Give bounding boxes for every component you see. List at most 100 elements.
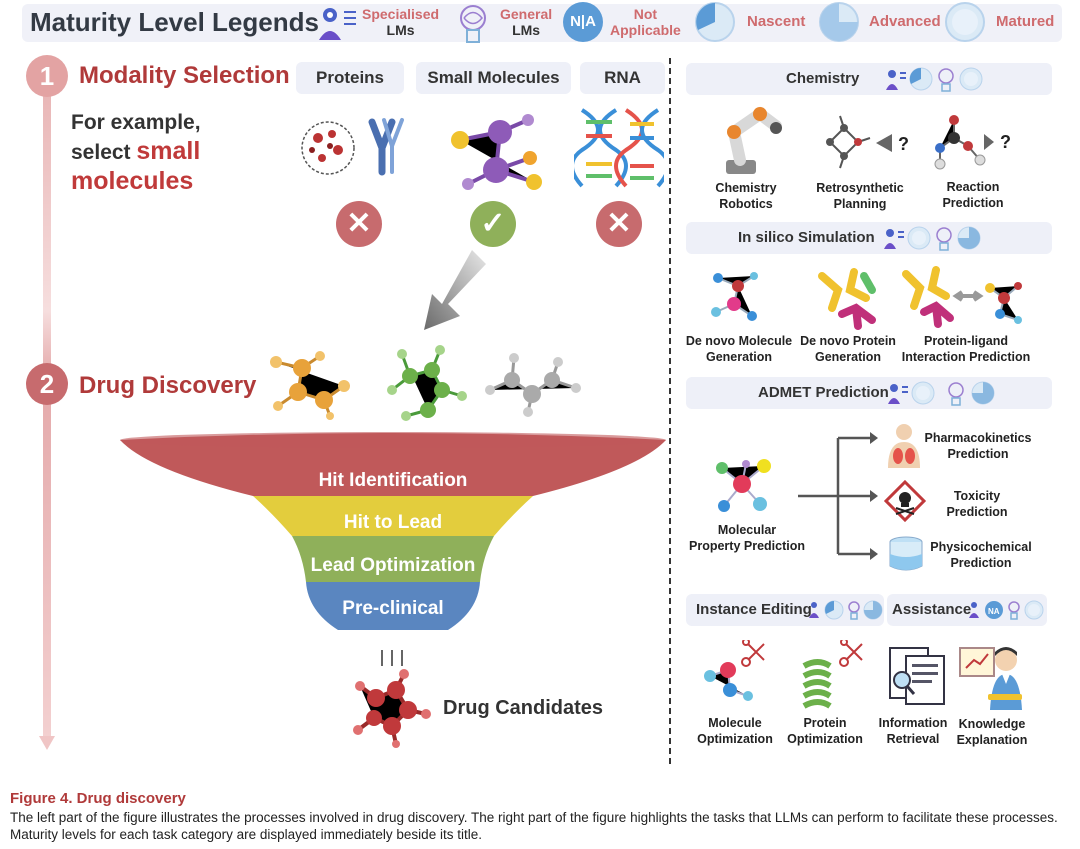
rna-rejected-icon: ✕ (596, 201, 642, 247)
general-line1: General (500, 6, 553, 22)
protein-icon (301, 118, 404, 176)
insilico-header: In silico Simulation (686, 222, 1052, 254)
protein-ligand-interaction-icon (902, 266, 1022, 328)
pharmacokinetics-l2: Prediction (947, 447, 1009, 461)
funnel-label-hit-identification: Hit Identification (318, 470, 468, 491)
reaction-prediction-icon: ? (934, 115, 1011, 170)
svg-text:?: ? (1000, 132, 1011, 152)
small-molecules-selected-icon: ✓ (470, 201, 516, 247)
chemistry-robotics-l2: Robotics (719, 197, 773, 211)
drug-candidates-label: Drug Candidates (443, 697, 604, 719)
molecule-green-icon (387, 345, 467, 421)
protein-optimization-l2: Optimization (787, 732, 863, 746)
funnel-label-pre-clinical: Pre-clinical (342, 598, 444, 619)
figure-caption-title: Figure 4. Drug discovery (10, 790, 186, 807)
chemistry-robotics-l1: Chemistry (715, 181, 777, 195)
legend-specialised-label: Specialised LMs (362, 6, 439, 38)
pharmacokinetics-l1: Pharmacokinetics (924, 431, 1032, 445)
toxicity-l2: Prediction (946, 505, 1008, 519)
drug-candidate-molecule-icon (353, 669, 431, 748)
molecule-orange-icon (270, 351, 350, 420)
example-line2: select small (71, 137, 201, 167)
reaction-l1: Reaction (946, 180, 1000, 194)
protein-ligand-l1: Protein-ligand (923, 334, 1009, 348)
chemistry-title: Chemistry (786, 70, 860, 87)
de-novo-molecule-icon (711, 272, 758, 321)
molecular-property-l2: Property Prediction (689, 539, 805, 553)
knowledge-explanation-icon (959, 647, 1022, 710)
nascent-maturity-icon (695, 2, 735, 42)
funnel-band-hit-to-lead (253, 496, 533, 536)
de-novo-molecule-l2: Generation (706, 350, 772, 364)
funnel-band-hit-identification (120, 433, 666, 496)
modality-rna: RNA (580, 62, 665, 94)
instance-editing-header: Instance Editing (686, 594, 884, 626)
small-molecule-icon (451, 114, 542, 190)
legend-title: Maturity Level Legends (30, 7, 319, 37)
step-1-title: Modality Selection (79, 62, 290, 89)
de-novo-protein-l1: De novo Protein (800, 334, 896, 348)
knowledge-explanation-l2: Explanation (956, 733, 1028, 747)
protein-optimization-icon (802, 640, 863, 709)
matured-maturity-icon (945, 2, 985, 42)
chemistry-robotics-icon (726, 106, 782, 174)
insilico-maturity-icons (884, 226, 981, 251)
assistance-header: Assistance (887, 594, 1047, 626)
funnel-band-pre-clinical (306, 582, 480, 630)
step-2-title: Drug Discovery (79, 372, 257, 399)
admet-branch-arrows (798, 432, 878, 560)
physicochemical-icon (889, 536, 923, 571)
funnel-label-lead-optimization: Lead Optimization (310, 555, 476, 576)
information-retrieval-l2: Retrieval (886, 732, 940, 746)
figure-caption-text: The left part of the figure illustrates … (10, 810, 1058, 842)
toxicity-icon (884, 480, 926, 522)
toxicity-l1: Toxicity (953, 489, 1001, 503)
na-line2: Applicable (610, 22, 681, 38)
protein-optimization-l1: Protein (803, 716, 847, 730)
legend-general-label: General LMs (500, 6, 552, 38)
specialised-line1: Specialised (362, 6, 440, 22)
rna-icon (574, 108, 664, 188)
general-lm-icon (460, 5, 486, 43)
specialised-lm-icon (319, 8, 356, 40)
svg-text:?: ? (898, 134, 909, 154)
knowledge-explanation-l1: Knowledge (958, 717, 1026, 731)
reaction-l2: Prediction (942, 196, 1004, 210)
de-novo-molecule-l1: De novo Molecule (685, 334, 793, 348)
retrosynthetic-l1: Retrosynthetic (816, 181, 904, 195)
instance-editing-maturity-icons (809, 600, 883, 620)
physicochemical-l2: Prediction (950, 556, 1012, 570)
retrosynthetic-planning-icon: ? (826, 115, 909, 169)
example-select: select (71, 141, 137, 164)
pharmacokinetics-icon (888, 424, 920, 468)
molecular-property-l1: Molecular (717, 523, 777, 537)
molecule-optimization-l2: Optimization (697, 732, 773, 746)
section-divider (669, 58, 671, 764)
selection-arrow-icon (424, 250, 486, 330)
molecule-gray-icon (485, 353, 581, 417)
drug-discovery-funnel (120, 432, 666, 630)
physicochemical-l1: Physicochemical (930, 540, 1032, 554)
instance-editing-title: Instance Editing (696, 601, 812, 618)
information-retrieval-icon (889, 647, 945, 705)
step-1-badge: 1 (26, 55, 68, 97)
chemistry-header: Chemistry (686, 63, 1052, 95)
legend-na-label: Not Applicable (610, 6, 681, 38)
de-novo-protein-l2: Generation (815, 350, 881, 364)
flow-lines-icon (381, 650, 403, 666)
modality-small-molecules: Small Molecules (416, 62, 571, 94)
protein-ligand-l2: Interaction Prediction (901, 350, 1031, 364)
modality-proteins: Proteins (296, 62, 404, 94)
